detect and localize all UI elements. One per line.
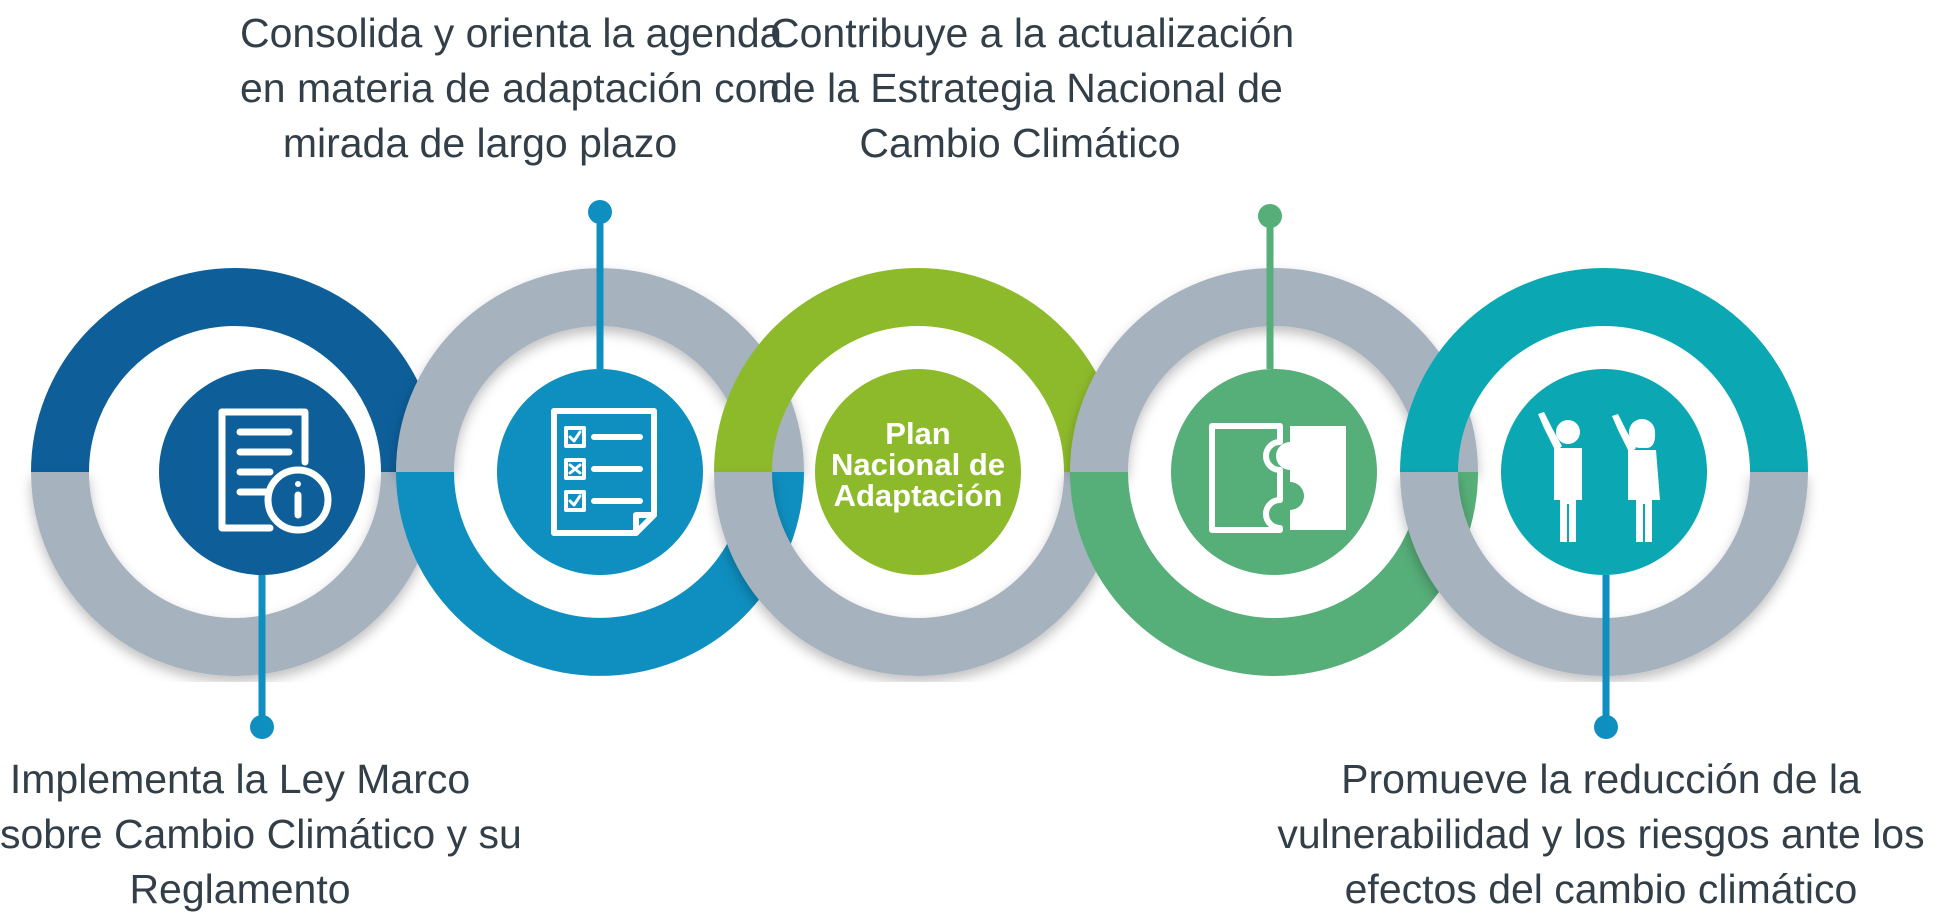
caption-line: Cambio Climático bbox=[859, 120, 1181, 166]
connector-top-right bbox=[1258, 204, 1282, 369]
node-circle-3 bbox=[815, 369, 1021, 575]
center-label-line3: Adaptación bbox=[833, 478, 1003, 513]
people-icon bbox=[1538, 412, 1660, 542]
connector-top-left bbox=[588, 200, 612, 369]
caption-line: de la Estrategia Nacional de bbox=[770, 65, 1283, 111]
node-circle-4 bbox=[1171, 369, 1377, 575]
connector-bottom-left bbox=[250, 575, 274, 739]
caption-line: efectos del cambio climático bbox=[1344, 866, 1858, 912]
connector-bottom-right bbox=[1594, 575, 1618, 739]
caption-line: sobre Cambio Climático y su bbox=[0, 811, 522, 857]
ring-3 bbox=[714, 268, 1122, 676]
center-label: Plan Nacional de Adaptación bbox=[804, 418, 1032, 511]
caption-line: mirada de largo plazo bbox=[282, 120, 678, 166]
caption-bottom-right: Promueve la reducción de la vulnerabilid… bbox=[1250, 752, 1952, 917]
checklist-icon bbox=[551, 408, 657, 536]
caption-line: Consolida y orienta la agenda bbox=[240, 10, 783, 56]
ring-1 bbox=[31, 268, 439, 676]
center-label-line2: Nacional de bbox=[831, 447, 1005, 482]
node-circle-5 bbox=[1501, 369, 1707, 575]
puzzle-icon bbox=[1209, 423, 1346, 533]
center-label-line1: Plan bbox=[885, 416, 951, 451]
caption-line: Reglamento bbox=[129, 866, 351, 912]
caption-top-right: Contribuye a la actualización de la Estr… bbox=[770, 6, 1295, 171]
caption-line: Contribuye a la actualización bbox=[770, 10, 1295, 56]
caption-line: vulnerabilidad y los riesgos ante los bbox=[1277, 811, 1925, 857]
caption-line: Promueve la reducción de la bbox=[1341, 756, 1861, 802]
caption-line: en materia de adaptación con bbox=[240, 65, 781, 111]
caption-bottom-left: Implementa la Ley Marco sobre Cambio Cli… bbox=[0, 752, 522, 917]
document-info-icon bbox=[218, 408, 332, 534]
caption-top-left: Consolida y orienta la agenda en materia… bbox=[240, 6, 783, 171]
caption-line: Implementa la Ley Marco bbox=[9, 756, 471, 802]
